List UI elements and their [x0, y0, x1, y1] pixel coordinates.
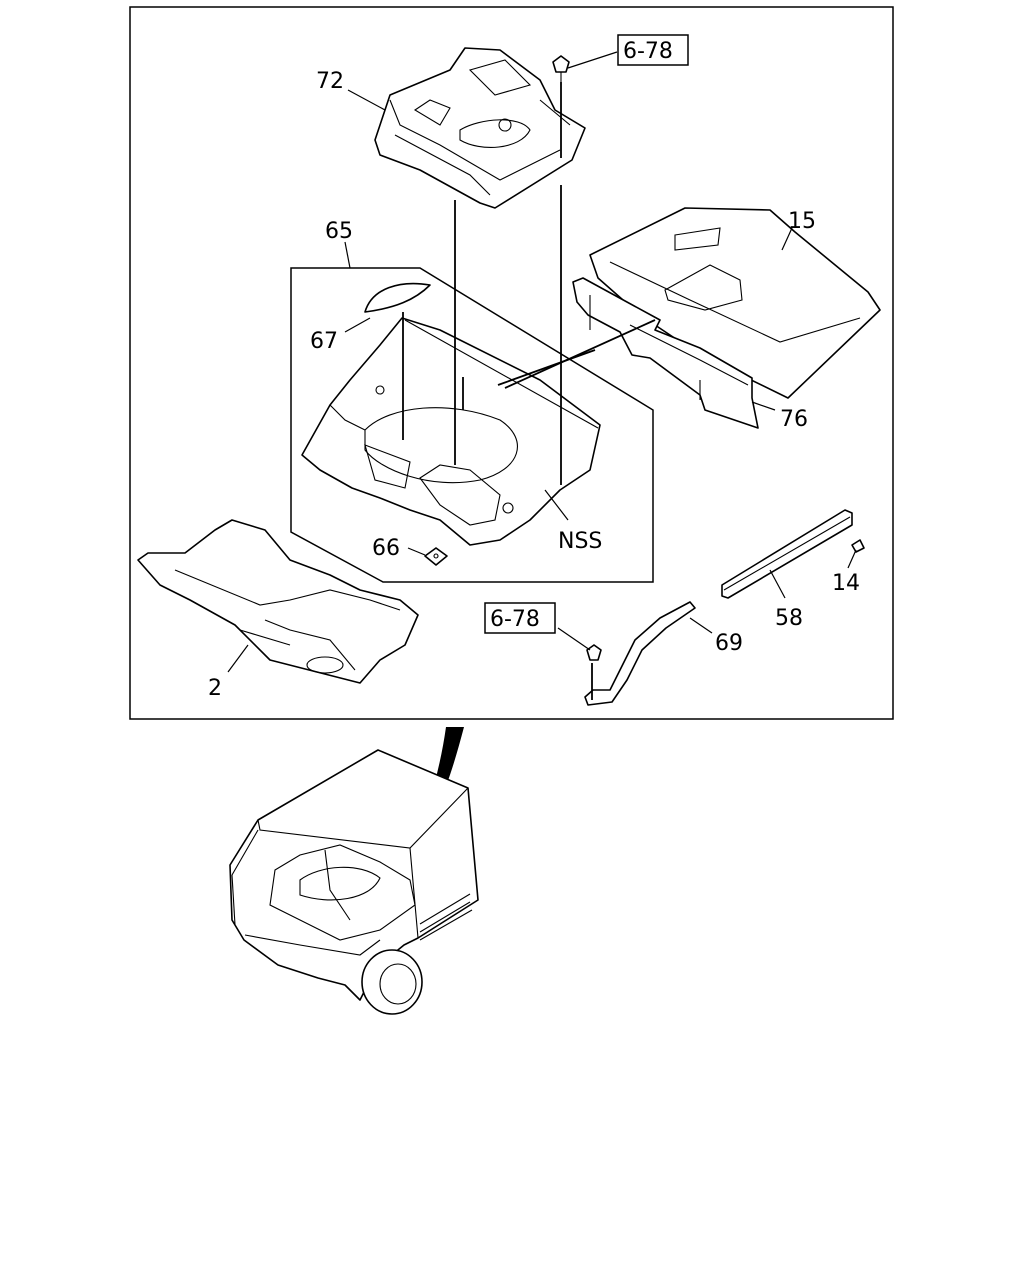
ref-label-top: 6-78	[623, 39, 673, 64]
bolt-top	[552, 55, 570, 85]
ref-box-top	[617, 34, 689, 66]
part-69-bracket	[584, 601, 696, 706]
callout-58: 58	[775, 606, 803, 631]
callout-15: 15	[788, 209, 816, 234]
part-58-sill-strip	[721, 509, 853, 599]
part-76-cross-member	[572, 277, 759, 429]
ref-label-bottom: 6-78	[490, 607, 540, 632]
callout-72: 72	[316, 69, 344, 94]
leader-72	[347, 89, 386, 111]
assembly-axis-8	[497, 349, 596, 386]
callout-14: 14	[832, 571, 860, 596]
part-2-front-floor	[137, 519, 419, 684]
part-67-pad	[364, 282, 431, 313]
diagram-frame	[129, 6, 894, 720]
callout-76: 76	[780, 407, 808, 432]
part-65-group-outline	[290, 267, 654, 583]
leader-nss	[544, 489, 569, 521]
part-66-clip	[424, 547, 448, 566]
leader-66	[407, 547, 426, 556]
leader-2	[227, 644, 249, 673]
leader-14	[847, 549, 857, 569]
bolt-bottom	[586, 644, 602, 661]
callout-nss: NSS	[558, 529, 602, 554]
callout-2: 2	[208, 676, 222, 701]
ref-box-bottom	[484, 602, 556, 634]
part-14-screw	[851, 539, 865, 553]
callout-66: 66	[372, 536, 400, 561]
vehicle-location-view	[229, 749, 479, 1015]
leader-67	[344, 317, 371, 333]
leader-15	[781, 227, 793, 251]
callout-67: 67	[310, 329, 338, 354]
assembly-axis-7	[504, 319, 656, 389]
leader-58	[769, 569, 786, 599]
leader-ref-top	[567, 51, 618, 69]
part-72-floor-panel	[374, 47, 586, 209]
leader-65	[344, 241, 351, 269]
callout-69: 69	[715, 631, 743, 656]
nss-floor-pan	[301, 317, 601, 546]
leader-ref-bottom	[557, 627, 591, 651]
callout-65: 65	[325, 219, 353, 244]
leader-76	[751, 401, 776, 411]
leader-69	[689, 617, 713, 634]
